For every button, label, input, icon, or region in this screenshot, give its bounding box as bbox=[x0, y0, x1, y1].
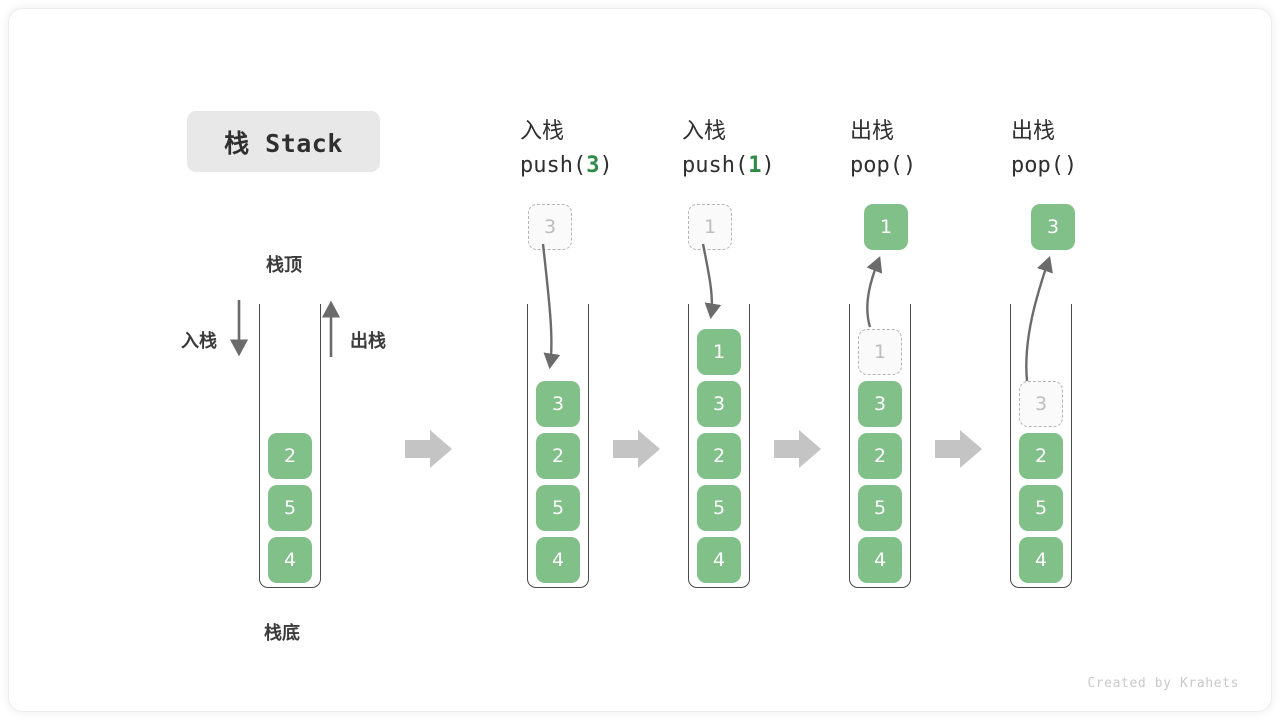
stack-cell: 3 bbox=[536, 381, 580, 427]
stack-cell-ghost: 1 bbox=[858, 329, 902, 375]
stack-cell: 3 bbox=[697, 381, 741, 427]
stage-header-op: 出栈 bbox=[1011, 119, 1056, 144]
stack-cell: 5 bbox=[536, 485, 580, 531]
stage-header-call-post: ) bbox=[902, 153, 917, 179]
stack-cell-ghost: 3 bbox=[1019, 381, 1063, 427]
footer-credit: Created by Krahets bbox=[1087, 676, 1239, 691]
stage-header-call-post: ) bbox=[1063, 153, 1078, 179]
label-stack-bottom: 栈底 bbox=[264, 619, 300, 645]
stack-cell: 2 bbox=[268, 433, 312, 479]
popped-element: 1 bbox=[864, 204, 908, 250]
stack-cell: 5 bbox=[697, 485, 741, 531]
stage-header-call-arg: 3 bbox=[586, 153, 600, 179]
stack-cell: 3 bbox=[858, 381, 902, 427]
incoming-element-ghost: 3 bbox=[528, 204, 572, 250]
stage-header-call-post: ) bbox=[599, 153, 613, 179]
stage-header-push-1: 入栈 push(1) bbox=[682, 115, 775, 183]
stage-header-call-pre: pop( bbox=[1011, 153, 1064, 179]
stage-header-push-3: 入栈 push(3) bbox=[520, 115, 613, 183]
stack-container-4 bbox=[1010, 304, 1072, 588]
stack-cell: 4 bbox=[858, 537, 902, 583]
label-push-side: 入栈 bbox=[181, 327, 217, 353]
incoming-element-ghost: 1 bbox=[688, 204, 732, 250]
stage-header-pop-2: 出栈 pop() bbox=[1011, 115, 1077, 183]
stage-header-pop-1: 出栈 pop() bbox=[850, 115, 916, 183]
stack-container-1 bbox=[527, 304, 589, 588]
stage-header-call-post: ) bbox=[761, 153, 775, 179]
label-stack-bottom-text: 栈底 bbox=[264, 623, 300, 644]
stack-container-0 bbox=[259, 304, 321, 588]
stack-container-3 bbox=[849, 304, 911, 588]
stack-cell: 5 bbox=[1019, 485, 1063, 531]
stage-header-call-arg: 1 bbox=[748, 153, 762, 179]
step-arrow bbox=[613, 430, 660, 468]
stack-cell: 1 bbox=[697, 329, 741, 375]
step-arrow bbox=[774, 430, 821, 468]
label-pop-text: 出栈 bbox=[350, 331, 386, 352]
stack-cell: 4 bbox=[697, 537, 741, 583]
stack-cell: 4 bbox=[1019, 537, 1063, 583]
stack-cell: 5 bbox=[858, 485, 902, 531]
stack-cell: 4 bbox=[268, 537, 312, 583]
label-push-text: 入栈 bbox=[181, 331, 217, 352]
stack-cell: 2 bbox=[536, 433, 580, 479]
popped-element: 3 bbox=[1031, 204, 1075, 250]
stage-header-op: 入栈 bbox=[520, 119, 565, 144]
step-arrow bbox=[935, 430, 982, 468]
stack-cell: 2 bbox=[697, 433, 741, 479]
stack-cell: 4 bbox=[536, 537, 580, 583]
stage-header-call-pre: push( bbox=[682, 153, 749, 179]
stack-cell: 2 bbox=[858, 433, 902, 479]
step-arrow bbox=[405, 430, 452, 468]
stack-container-2 bbox=[688, 304, 750, 588]
stage-header-call-pre: push( bbox=[520, 153, 587, 179]
stack-cell: 2 bbox=[1019, 433, 1063, 479]
label-pop-side: 出栈 bbox=[350, 327, 386, 353]
title-badge: 栈 Stack bbox=[187, 111, 380, 172]
stage-header-op: 出栈 bbox=[850, 119, 895, 144]
stage-header-call-pre: pop( bbox=[850, 153, 903, 179]
stage-header-op: 入栈 bbox=[682, 119, 727, 144]
label-stack-top-text: 栈顶 bbox=[266, 255, 302, 276]
diagram-canvas: 栈 Stack 栈顶 入栈 出栈 2 5 4 栈底 入栈 push(3) 3 3… bbox=[8, 8, 1272, 712]
label-stack-top: 栈顶 bbox=[266, 251, 302, 277]
stack-cell: 5 bbox=[268, 485, 312, 531]
